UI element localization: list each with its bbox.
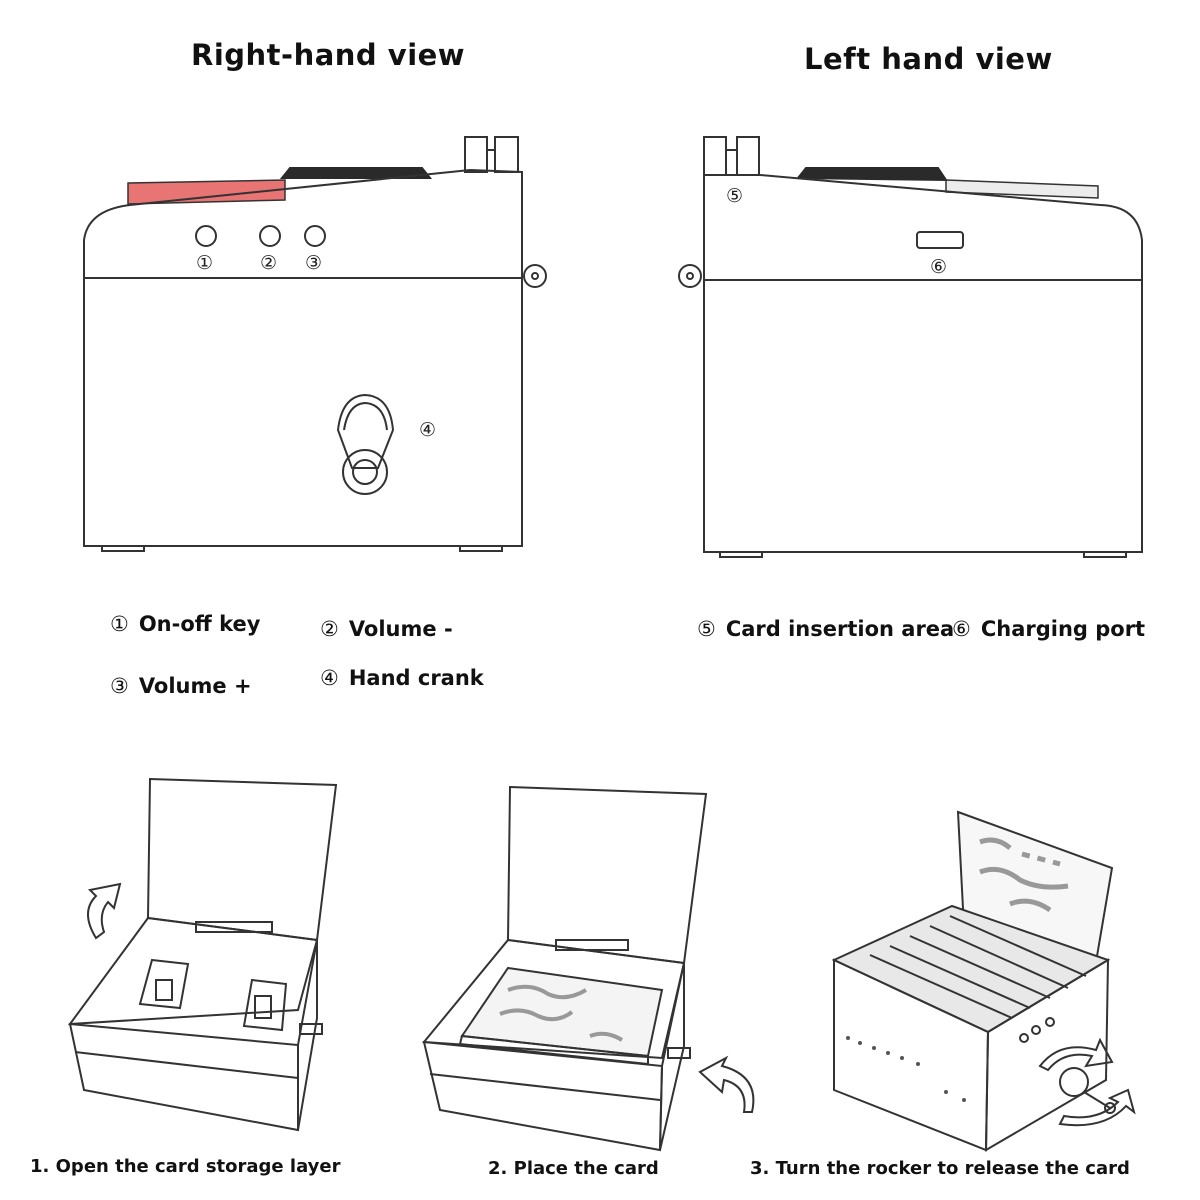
legend-num: ⑥: [952, 617, 971, 641]
callout-4: ④: [419, 419, 436, 441]
volume-plus-button: [304, 225, 326, 247]
legend-label: On-off key: [138, 612, 261, 636]
charging-port-icon: [916, 231, 964, 249]
legend-num: ③: [110, 674, 129, 698]
callout-5: ⑤: [726, 185, 743, 207]
legend-label: Card insertion area: [725, 617, 955, 641]
callout-3: ③: [305, 252, 322, 274]
card-red: [127, 179, 286, 205]
legend-num: ②: [320, 617, 339, 641]
callout-1: ①: [196, 252, 213, 274]
hand-crank-icon: [1059, 1067, 1116, 1114]
legend-num: ④: [320, 666, 339, 690]
legend-label: Volume -: [348, 617, 453, 641]
volume-minus-button: [259, 225, 281, 247]
step3-illustration: [831, 810, 1136, 1152]
legend-label: Hand crank: [348, 666, 484, 690]
top-slot: [279, 167, 433, 179]
legend-item-5: ⑤ Card insertion area: [697, 617, 954, 641]
step-1-caption: 1. Open the card storage layer: [30, 1156, 341, 1177]
legend-item-6: ⑥ Charging port: [952, 617, 1145, 641]
step-3-caption: 3. Turn the rocker to release the card: [750, 1158, 1130, 1179]
card-prong: [464, 136, 488, 173]
step-2-caption: 2. Place the card: [488, 1158, 659, 1179]
legend-item-3: ③ Volume +: [110, 674, 252, 698]
card-prong: [703, 136, 727, 176]
hand-crank-icon: [336, 393, 395, 495]
right-view-title: Right-hand view: [191, 38, 466, 72]
on-off-key-button: [195, 225, 217, 247]
left-view-title: Left hand view: [804, 42, 1053, 76]
card-deck: [460, 966, 664, 1058]
card-prong: [736, 136, 760, 176]
rotate-arrow-icon: [698, 1055, 755, 1113]
callout-2: ②: [260, 252, 277, 274]
left-view-device: [678, 136, 1143, 558]
legend-item-2: ② Volume -: [320, 617, 453, 641]
legend-label: Volume +: [138, 674, 252, 698]
legend-item-1: ① On-off key: [110, 612, 260, 636]
callout-6: ⑥: [930, 256, 947, 278]
legend-item-4: ④ Hand crank: [320, 666, 484, 690]
legend-num: ⑤: [697, 617, 716, 641]
right-view-device: [83, 136, 547, 552]
top-slot: [795, 167, 948, 182]
rotate-arrow-icon: [1038, 1037, 1114, 1072]
step2-illustration: [421, 785, 755, 1152]
legend-num: ①: [110, 612, 129, 636]
step1-illustration: [67, 777, 338, 1132]
legend-label: Charging port: [980, 617, 1146, 641]
card-prong: [494, 136, 519, 173]
rotate-arrow-icon: [87, 882, 122, 940]
